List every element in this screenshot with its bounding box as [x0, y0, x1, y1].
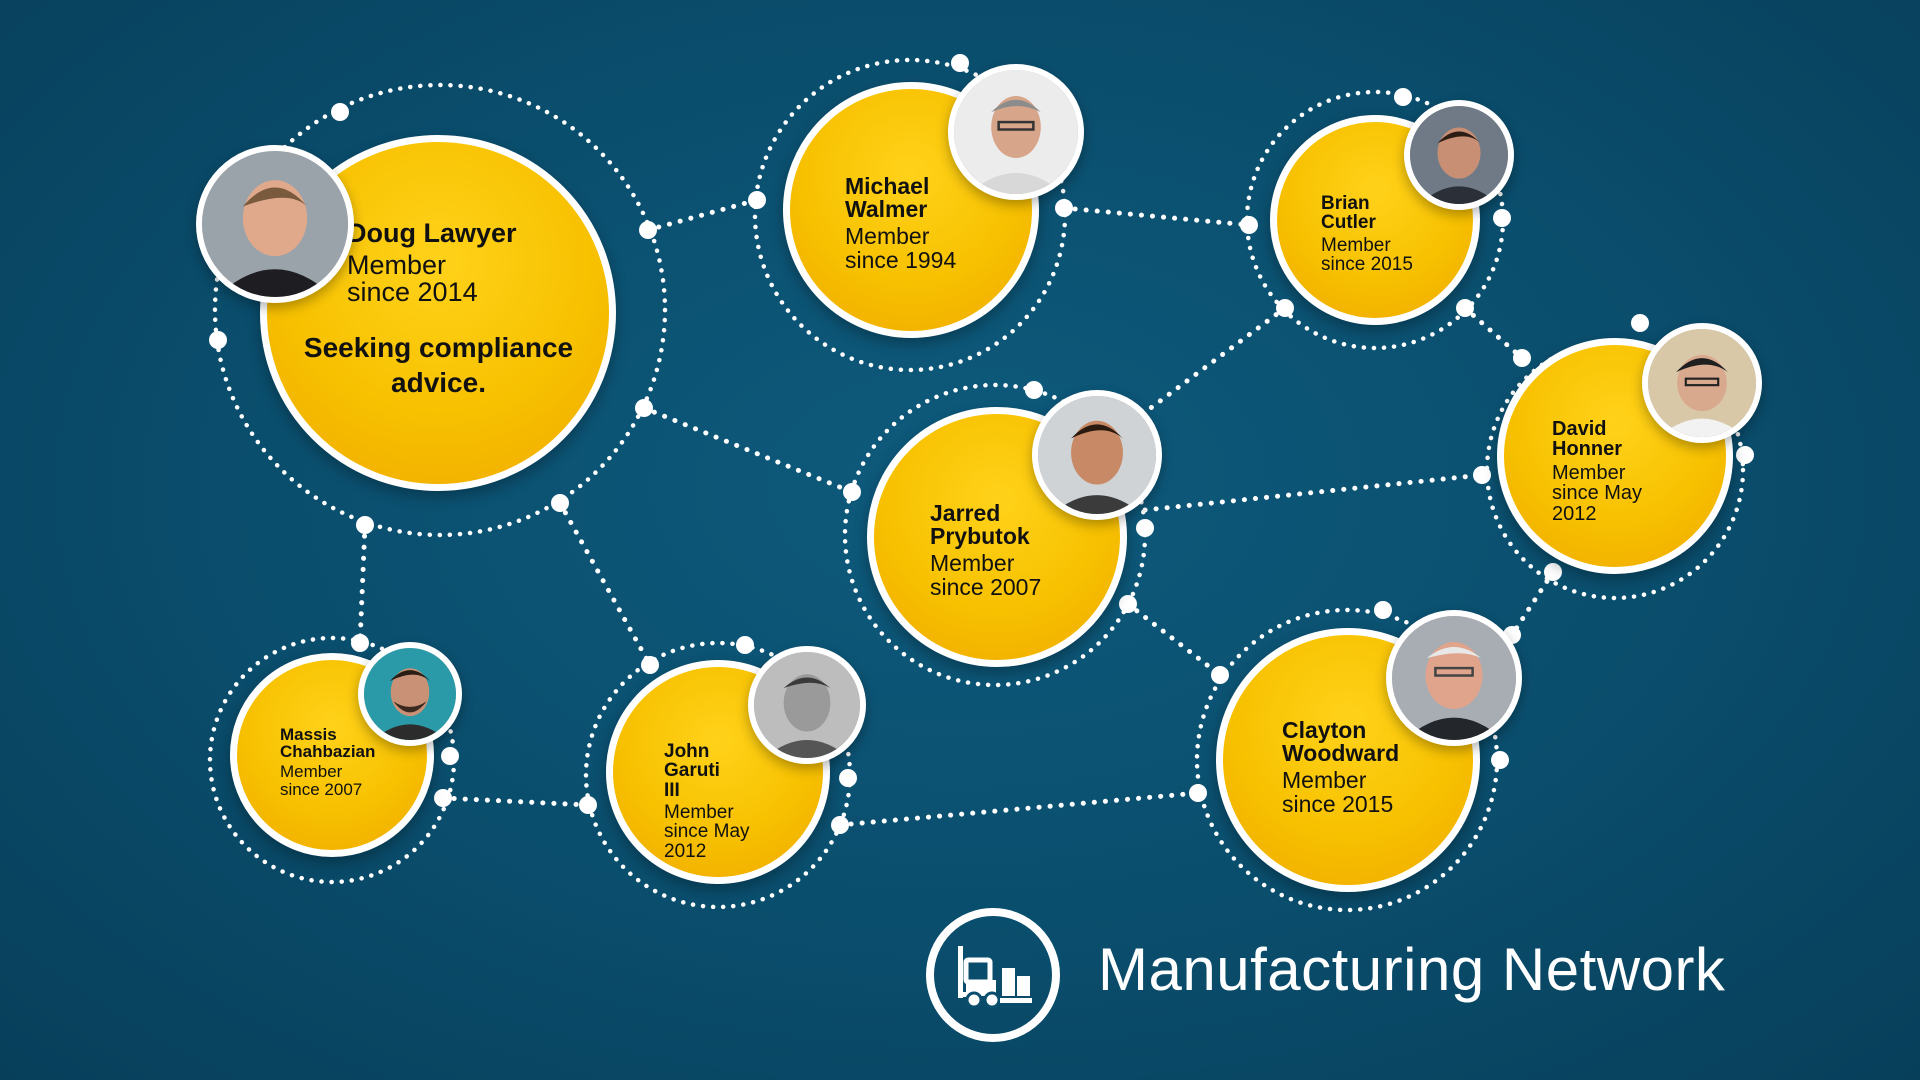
- node-dot: [1631, 314, 1649, 332]
- node-dot: [748, 191, 766, 209]
- member-note: Seeking compliance advice.: [287, 330, 590, 400]
- node-dot: [831, 816, 849, 834]
- node-dot: [1025, 381, 1043, 399]
- member-name: Clayton Woodward: [1282, 719, 1397, 766]
- member-name: Doug Lawyer: [347, 220, 517, 248]
- node-dot: [1119, 595, 1137, 613]
- avatar-john: [748, 646, 866, 764]
- member-since: Member since 2015: [1321, 236, 1439, 275]
- member-info: Clayton Woodward Member since 2015: [1282, 719, 1425, 816]
- member-name: David Honner: [1552, 419, 1632, 460]
- node-dot: [1473, 466, 1491, 484]
- node-dot: [351, 634, 369, 652]
- member-since: Member since 2007: [280, 763, 385, 798]
- member-info: Massis Chahbazian Member since 2007: [280, 726, 385, 798]
- connector-michael-brian: [1064, 208, 1249, 225]
- member-info: Jarred Prybutok Member since 2007: [930, 502, 1073, 599]
- node-dot: [736, 636, 754, 654]
- avatar-massis: [358, 642, 462, 746]
- member-info: David Honner Member since May 2012: [1552, 419, 1676, 524]
- node-dot: [639, 221, 657, 239]
- avatar-david: [1642, 323, 1762, 443]
- node-dot: [551, 494, 569, 512]
- node-dot: [209, 331, 227, 349]
- member-name: John Garuti III: [664, 742, 740, 800]
- connector-doug-jarred: [644, 408, 852, 492]
- connector-doug-michael: [648, 200, 757, 230]
- member-name: Jarred Prybutok: [930, 502, 1045, 549]
- connector-david-clayton: [1512, 572, 1553, 635]
- member-info: Doug Lawyer Member since 2014: [347, 220, 517, 307]
- connector-jarred-david: [1145, 475, 1482, 510]
- brand-lockup: Manufacturing Network: [926, 908, 1894, 1046]
- member-info: John Garuti III Member since May 2012: [664, 742, 782, 861]
- avatar-michael: [948, 64, 1084, 200]
- node-dot: [1374, 601, 1392, 619]
- member-name: Massis Chahbazian: [280, 726, 382, 761]
- member-since: Member since May 2012: [664, 803, 782, 861]
- node-dot: [1544, 563, 1562, 581]
- node-dot: [1456, 299, 1474, 317]
- connector-massis-john: [443, 798, 588, 805]
- node-dot: [579, 796, 597, 814]
- node-dot: [951, 54, 969, 72]
- node-dot: [1276, 299, 1294, 317]
- node-dot: [635, 399, 653, 417]
- node-dot: [1513, 349, 1531, 367]
- node-dot: [1493, 209, 1511, 227]
- node-dot: [641, 656, 659, 674]
- member-since: Member since 1994: [845, 225, 988, 272]
- member-since: Member since May 2012: [1552, 463, 1676, 524]
- connector-jarred-clayton: [1128, 604, 1220, 675]
- brand-title: Manufacturing Network: [1098, 935, 1725, 1004]
- node-dot: [1491, 751, 1509, 769]
- avatar-doug: [196, 145, 354, 303]
- node-dot: [1136, 519, 1154, 537]
- member-name: Michael Walmer: [845, 175, 960, 222]
- node-dot: [1211, 666, 1229, 684]
- avatar-jarred: [1032, 390, 1162, 520]
- member-info: Brian Cutler Member since 2015: [1321, 194, 1439, 274]
- member-name: Brian Cutler: [1321, 194, 1397, 233]
- node-dot: [843, 483, 861, 501]
- member-since: Member since 2015: [1282, 769, 1425, 816]
- node-dot: [434, 789, 452, 807]
- node-dot: [1055, 199, 1073, 217]
- member-since: Member since 2007: [930, 552, 1073, 599]
- node-dot: [441, 747, 459, 765]
- connector-john-clayton: [840, 793, 1198, 825]
- connector-doug-massis: [360, 525, 365, 643]
- forklift-icon: [926, 908, 1060, 1042]
- node-dot: [1394, 88, 1412, 106]
- avatar-brian: [1404, 100, 1514, 210]
- node-dot: [1240, 216, 1258, 234]
- connector-doug-john: [560, 503, 650, 665]
- node-dot: [839, 769, 857, 787]
- node-dot: [331, 103, 349, 121]
- node-dot: [1189, 784, 1207, 802]
- member-since: Member since 2014: [347, 252, 514, 307]
- connector-brian-jarred: [1148, 308, 1285, 410]
- avatar-clayton: [1386, 610, 1522, 746]
- connector-brian-david: [1465, 308, 1522, 358]
- node-dot: [1736, 446, 1754, 464]
- node-dot: [356, 516, 374, 534]
- member-info: Michael Walmer Member since 1994: [845, 175, 988, 272]
